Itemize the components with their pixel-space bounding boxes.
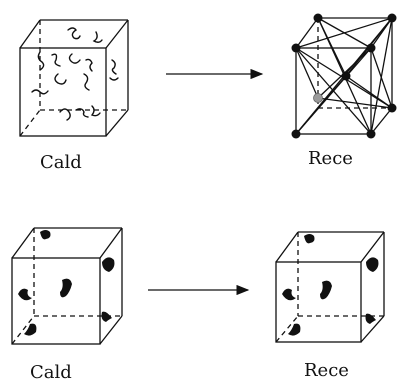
- label-top-left: Cald: [40, 152, 82, 173]
- tangled-chains-icon: [31, 27, 119, 121]
- disordered-cube: [19, 19, 129, 137]
- label-bottom-right: Rece: [304, 360, 349, 381]
- lattice-cube: [295, 17, 393, 135]
- blob-particle-icon-ordered: [282, 234, 379, 336]
- lattice-node-icon: [291, 13, 397, 139]
- bottom-right-cube: [275, 231, 385, 343]
- label-bottom-left: Cald: [30, 362, 72, 383]
- blob-particle-icon: [18, 230, 115, 336]
- label-top-right: Rece: [308, 148, 353, 169]
